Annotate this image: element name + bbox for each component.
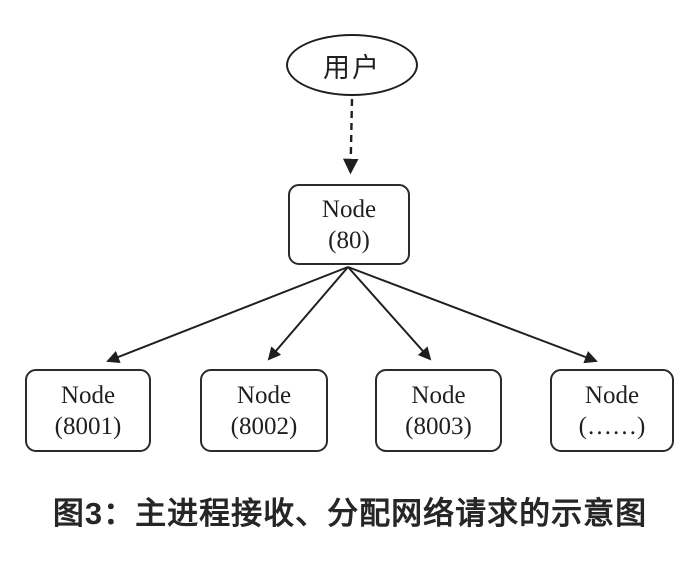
arrow-root-to-worker-4 bbox=[347, 266, 598, 364]
figure-caption: 图3：主进程接收、分配网络请求的示意图 bbox=[52, 496, 648, 531]
user-node-ellipse: 用户 bbox=[286, 34, 418, 96]
worker-node-port: (8001) bbox=[54, 412, 122, 440]
worker-node-box-8001: Node (8001) bbox=[25, 369, 151, 452]
arrow-root-to-worker-2 bbox=[267, 266, 349, 361]
worker-node-box-8002: Node (8002) bbox=[200, 369, 328, 452]
worker-node-box-8003: Node (8003) bbox=[375, 369, 502, 452]
arrow-root-to-worker-3 bbox=[347, 266, 432, 361]
worker-node-port: (8003) bbox=[405, 412, 472, 440]
root-node-title: Node bbox=[321, 195, 377, 223]
worker-node-title: Node bbox=[584, 381, 640, 409]
user-node-label: 用户 bbox=[323, 52, 381, 83]
arrow-root-to-worker-1 bbox=[106, 266, 349, 364]
worker-node-title: Node bbox=[236, 381, 292, 409]
worker-node-title: Node bbox=[60, 381, 116, 409]
dashed-arrow-user-to-root bbox=[342, 98, 359, 175]
worker-node-port: (……) bbox=[578, 412, 646, 440]
worker-node-box-ellipsis: Node (……) bbox=[550, 369, 674, 452]
root-node-port: (80) bbox=[328, 226, 370, 254]
worker-node-port: (8002) bbox=[230, 412, 298, 440]
root-node-box: Node (80) bbox=[288, 184, 410, 265]
worker-node-title: Node bbox=[411, 381, 466, 409]
